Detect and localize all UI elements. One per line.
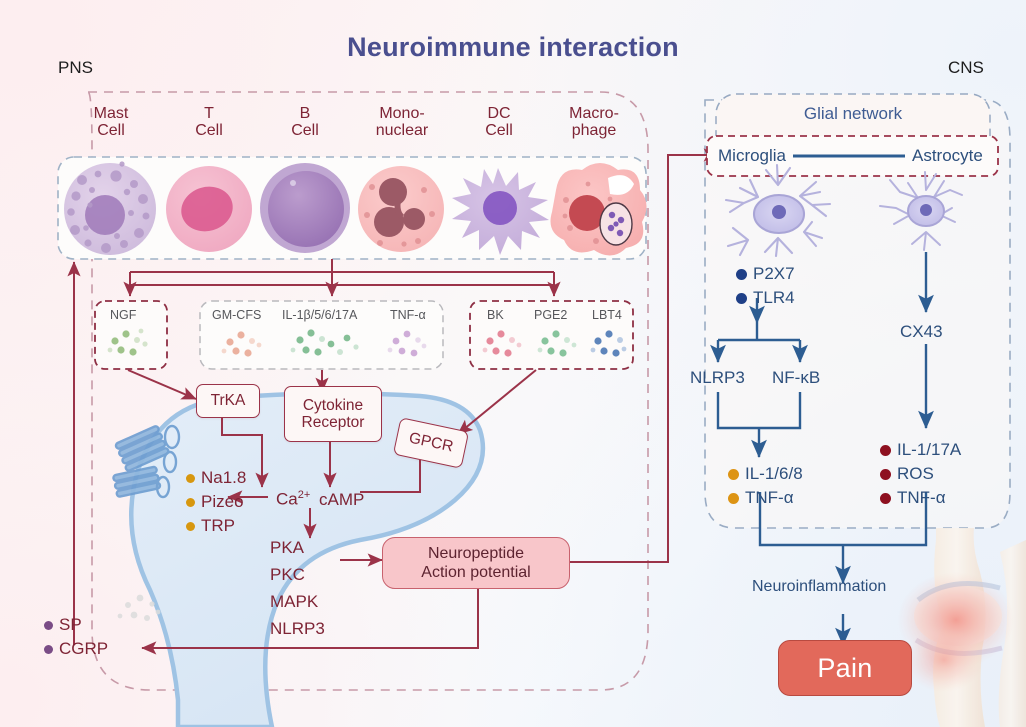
mediator-bk: BK bbox=[487, 308, 504, 322]
neuroinflammation-label: Neuroinflammation bbox=[752, 578, 887, 595]
microglia-illustration bbox=[724, 163, 832, 258]
kinase-mapk: MAPK bbox=[270, 592, 319, 611]
macrophage-cell-illustration bbox=[550, 163, 647, 256]
bullet-icon-cgrp bbox=[44, 645, 53, 655]
dc-cell-illustration bbox=[452, 168, 549, 255]
bullet-icon-p2x7 bbox=[736, 269, 747, 281]
astrocyte-output-il117a: IL-1/17A bbox=[880, 440, 961, 460]
knee-joint-illustration bbox=[898, 528, 1026, 727]
neuropeptide-action-potential-box[interactable]: Neuropeptide Action potential bbox=[382, 537, 570, 589]
cell-label-dc: DC Cell bbox=[485, 105, 513, 140]
mediator-pge2: PGE2 bbox=[534, 308, 568, 322]
cns-label: CNS bbox=[948, 58, 984, 77]
receptor-gpcr[interactable]: GPCR bbox=[392, 417, 470, 469]
cell-label-mast: Mast Cell bbox=[93, 105, 129, 140]
cell-label-macrophage: Macro- phage bbox=[569, 105, 619, 140]
bullet-icon-pizeo bbox=[186, 498, 195, 508]
channel-trp: TRP bbox=[186, 516, 235, 536]
bullet-icon-tnfa-astrocyte bbox=[880, 493, 891, 505]
channel-na18: Na1.8 bbox=[186, 468, 246, 488]
released-sp: SP bbox=[44, 615, 82, 635]
channel-pizeo: Pizeo bbox=[186, 492, 244, 512]
kinase-nlrp3: NLRP3 bbox=[270, 619, 325, 638]
cells-to-mediators-arrows bbox=[123, 259, 561, 297]
glial-microglia-label: Microglia bbox=[718, 146, 787, 165]
mediator-ngf: NGF bbox=[110, 308, 137, 322]
astrocyte-node-cx43: CX43 bbox=[900, 322, 943, 341]
kinase-pkc: PKC bbox=[270, 565, 305, 584]
bullet-icon-sp bbox=[44, 621, 53, 631]
bullet-icon-il117a bbox=[880, 445, 891, 457]
mediator-lbt4: LBT4 bbox=[592, 308, 622, 322]
mast-cell-illustration bbox=[64, 161, 156, 255]
bullet-icon-ros bbox=[880, 469, 891, 481]
glial-network-title: Glial network bbox=[803, 104, 903, 123]
bullet-icon-tlr4 bbox=[736, 293, 747, 305]
pathway-nfkb: NF-κB bbox=[772, 368, 821, 387]
second-messengers: Ca2+ cAMP bbox=[276, 489, 365, 509]
immune-cell-strip bbox=[57, 156, 647, 260]
astrocyte-output-ros: ROS bbox=[880, 464, 934, 484]
receptor-trka[interactable]: TrKA bbox=[196, 384, 260, 418]
b-cell-illustration bbox=[260, 163, 350, 253]
cell-label-t: T Cell bbox=[195, 105, 223, 140]
bullet-icon-tnfa-microglia bbox=[728, 493, 739, 505]
glial-astrocyte-label: Astrocyte bbox=[912, 146, 983, 165]
pathway-nlrp3: NLRP3 bbox=[690, 368, 745, 387]
released-cgrp: CGRP bbox=[44, 639, 108, 659]
pain-outcome-box[interactable]: Pain bbox=[778, 640, 912, 696]
mediator-gmcfs: GM-CFS bbox=[212, 308, 262, 322]
cell-label-mononuclear: Mono- nuclear bbox=[375, 105, 429, 140]
astrocyte-output-tnfa: TNF-α bbox=[880, 488, 946, 508]
mediator-il: IL-1β/5/6/17A bbox=[282, 308, 358, 322]
pns-label: PNS bbox=[58, 58, 93, 77]
cell-label-b: B Cell bbox=[291, 105, 319, 140]
microglia-output-il168: IL-1/6/8 bbox=[728, 464, 803, 484]
bullet-icon-trp bbox=[186, 522, 195, 532]
bullet-icon-il168 bbox=[728, 469, 739, 481]
kinase-pka: PKA bbox=[270, 538, 305, 557]
mediator-tnfa: TNF-α bbox=[390, 308, 426, 322]
mononuclear-cell-illustration bbox=[358, 166, 444, 252]
astrocyte-illustration bbox=[879, 171, 963, 251]
receptor-p2x7: P2X7 bbox=[736, 264, 795, 284]
page-title: Neuroimmune interaction bbox=[347, 32, 679, 62]
t-cell-illustration bbox=[166, 166, 252, 252]
receptor-tlr4: TLR4 bbox=[736, 288, 795, 308]
microglia-output-tnfa: TNF-α bbox=[728, 488, 794, 508]
receptor-cytokine[interactable]: Cytokine Receptor bbox=[284, 386, 382, 442]
bullet-icon-na18 bbox=[186, 474, 195, 484]
